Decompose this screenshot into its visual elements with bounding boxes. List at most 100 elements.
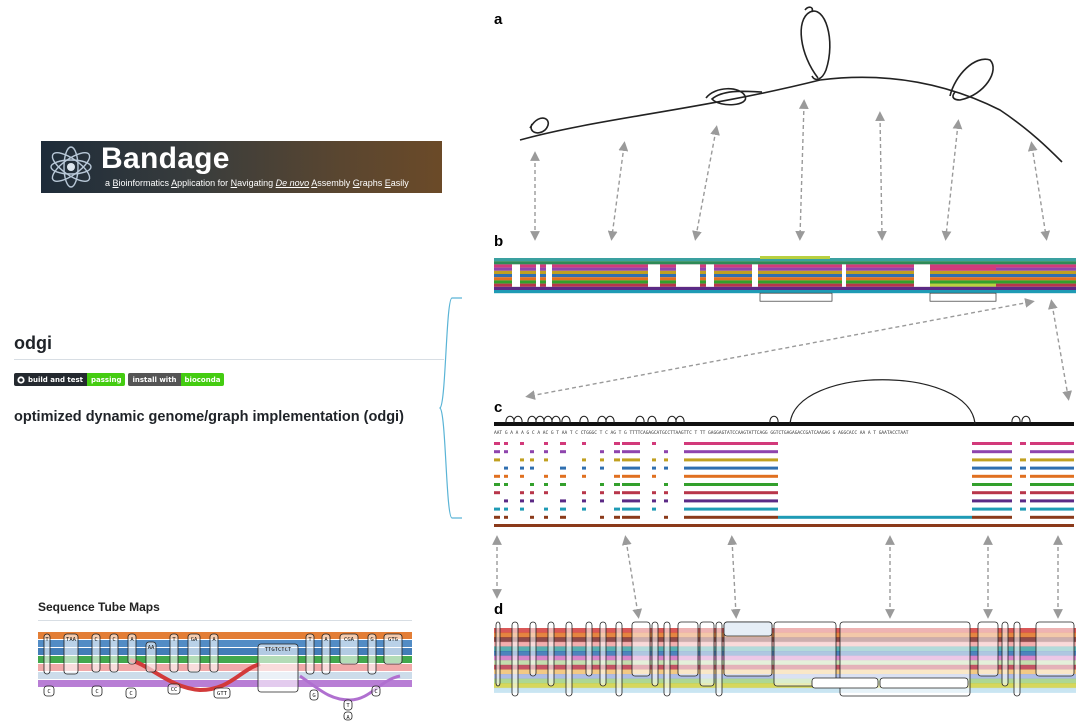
tube-node	[723, 621, 773, 637]
tube-node	[367, 633, 377, 675]
path-gap	[842, 264, 846, 287]
tube-node-label: A	[324, 637, 328, 643]
panel-label-c: c	[494, 399, 502, 416]
path-segment	[530, 466, 534, 470]
panel-a-graph	[519, 6, 1063, 163]
loop-arc	[579, 415, 589, 424]
bandage-banner: Bandage a Bioinformatics Application for…	[41, 141, 442, 193]
tube-node-label: T	[172, 637, 176, 643]
path-segment	[622, 483, 640, 486]
tube-node	[127, 633, 137, 665]
path-segment	[494, 524, 1074, 527]
path-segment	[520, 466, 524, 470]
loop-arc	[1011, 415, 1021, 424]
tube-path	[38, 664, 412, 671]
subtitle-word: G	[352, 178, 360, 188]
path-gap	[546, 264, 552, 287]
loop-arc	[1021, 415, 1031, 424]
path-segment	[1030, 474, 1074, 478]
path-segment	[560, 466, 566, 470]
path-gap	[914, 264, 930, 287]
tube-node-label: C	[47, 689, 50, 695]
tube-node-label: A	[212, 637, 216, 643]
path-segment	[652, 507, 656, 511]
path-segment	[664, 450, 668, 454]
tube-path	[38, 632, 412, 639]
path-segment	[582, 507, 586, 511]
tube-path	[494, 687, 1076, 693]
path-segment	[622, 442, 640, 445]
path-segment	[652, 442, 656, 445]
path-segment	[520, 507, 524, 511]
arrows-b-c	[525, 298, 1072, 401]
tube-node	[599, 621, 607, 687]
path-segment	[560, 450, 566, 454]
tube-node	[699, 621, 715, 687]
tube-node	[187, 633, 201, 673]
tube-node	[529, 621, 537, 677]
path-segment	[972, 474, 1012, 478]
path-segment	[1020, 458, 1026, 462]
tube-node	[167, 683, 181, 695]
loop-arc	[635, 415, 645, 424]
path-segment	[972, 466, 1012, 470]
path-segment	[1030, 507, 1074, 511]
path-segment	[684, 442, 778, 445]
path-segment	[1030, 491, 1074, 495]
path-segment	[530, 450, 534, 454]
tube-path	[38, 672, 412, 679]
build-status-badge[interactable]: build and test passing	[14, 373, 126, 386]
path-bar	[494, 258, 1076, 262]
tube-node	[663, 621, 671, 697]
tube-node-label: C	[374, 689, 377, 695]
path-segment	[614, 458, 620, 462]
path-segment	[600, 515, 604, 519]
path-segment	[544, 450, 548, 454]
panel-label-d: d	[494, 601, 503, 618]
path-segment	[622, 450, 640, 454]
tube-node	[383, 633, 403, 665]
path-segment	[504, 474, 508, 478]
panel-label-a: a	[494, 11, 503, 28]
panel-c-sequence: AAT G A A A G C A AC G T AA T C CTGGGC T…	[494, 430, 909, 436]
path-segment	[520, 491, 524, 495]
path-segment	[1020, 491, 1026, 495]
path-segment	[684, 483, 778, 486]
tube-node	[91, 633, 101, 673]
path-bar	[930, 283, 996, 287]
path-segment	[664, 499, 668, 503]
odgi-title: optimized dynamic genome/graph implement…	[14, 409, 404, 425]
tube-node	[495, 621, 501, 687]
subtitle-word: E	[384, 178, 391, 188]
subtitle-word: A	[311, 178, 318, 188]
path-segment	[614, 515, 620, 519]
tube-node	[839, 621, 971, 697]
tube-node-label: T	[45, 637, 49, 643]
path-gap	[752, 264, 758, 287]
panel-label-b: b	[494, 233, 503, 250]
path-segment	[972, 491, 1012, 495]
path-segment	[1030, 458, 1074, 462]
path-segment	[684, 474, 778, 478]
tube-node-label: TTGTCTCT	[265, 647, 292, 653]
loop-arc	[505, 415, 515, 424]
path-segment	[664, 515, 668, 519]
subtitle-word: A	[171, 178, 178, 188]
bioconda-badge[interactable]: install with bioconda	[128, 373, 225, 386]
badge-right-label: passing	[87, 373, 126, 386]
loop-arc	[667, 415, 677, 424]
path-segment	[582, 499, 586, 503]
path-segment	[622, 499, 640, 503]
path-segment	[494, 442, 500, 445]
path-segment	[560, 499, 566, 503]
path-segment	[1030, 450, 1074, 454]
path-gap	[706, 264, 714, 287]
tube-node	[321, 633, 331, 675]
path-segment	[494, 515, 500, 519]
path-segment	[600, 483, 604, 486]
path-segment	[582, 491, 586, 495]
path-gap	[512, 264, 520, 287]
tube-node	[91, 685, 103, 697]
path-segment	[600, 491, 604, 495]
